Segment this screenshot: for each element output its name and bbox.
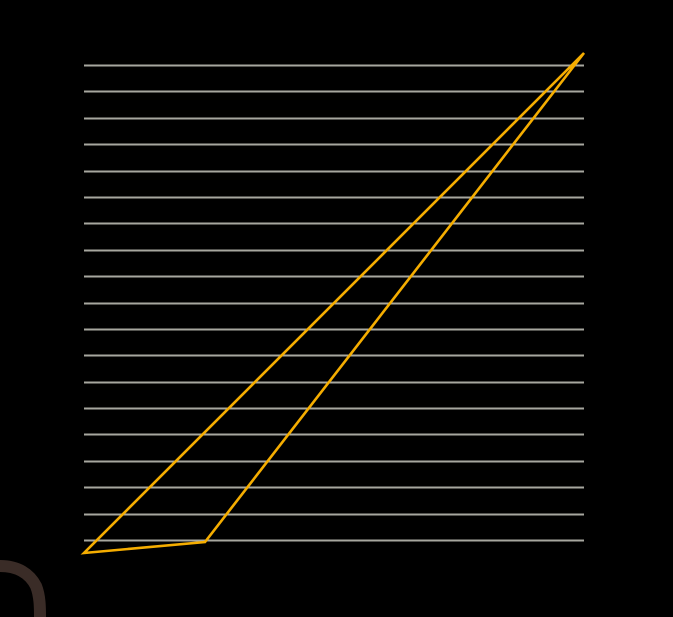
yellow-triangle-stroke <box>80 52 586 555</box>
corner-curve-mark <box>0 560 46 617</box>
horizontal-rule-lines <box>84 64 584 542</box>
